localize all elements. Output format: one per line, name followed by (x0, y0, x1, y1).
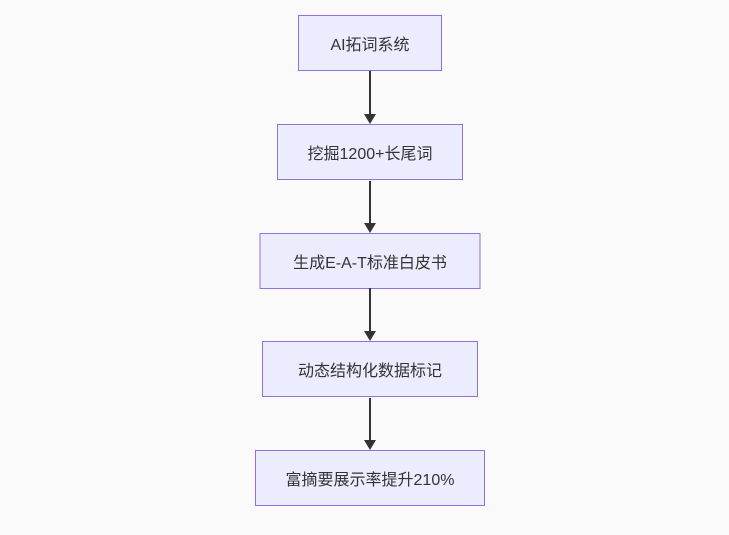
flow-node-label: 动态结构化数据标记 (297, 363, 442, 380)
arrow-head-icon (364, 223, 376, 233)
arrow-head-icon (364, 440, 376, 450)
flow-arrow-2 (364, 181, 376, 233)
arrow-head-icon (364, 114, 376, 124)
flow-arrow-4 (364, 398, 376, 450)
flow-arrow-1 (364, 71, 376, 124)
arrow-line (369, 288, 371, 331)
flow-node-eat-whitepaper: 生成E-A-T标准白皮书 (259, 233, 481, 289)
flow-node-label: 富摘要展示率提升210% (285, 472, 455, 489)
flow-arrow-3 (364, 288, 376, 341)
arrow-line (369, 398, 371, 440)
flow-node-rich-snippet-result: 富摘要展示率提升210% (255, 450, 485, 506)
flow-node-structured-data: 动态结构化数据标记 (262, 341, 478, 397)
arrow-line (369, 71, 371, 114)
flow-node-longtail-mining: 挖掘1200+长尾词 (277, 124, 463, 180)
flow-node-label: AI拓词系统 (330, 37, 410, 54)
arrow-head-icon (364, 331, 376, 341)
arrow-line (369, 181, 371, 223)
flow-node-label: 生成E-A-T标准白皮书 (293, 255, 447, 272)
flow-node-ai-expansion: AI拓词系统 (298, 15, 442, 71)
flow-node-label: 挖掘1200+长尾词 (307, 146, 433, 163)
